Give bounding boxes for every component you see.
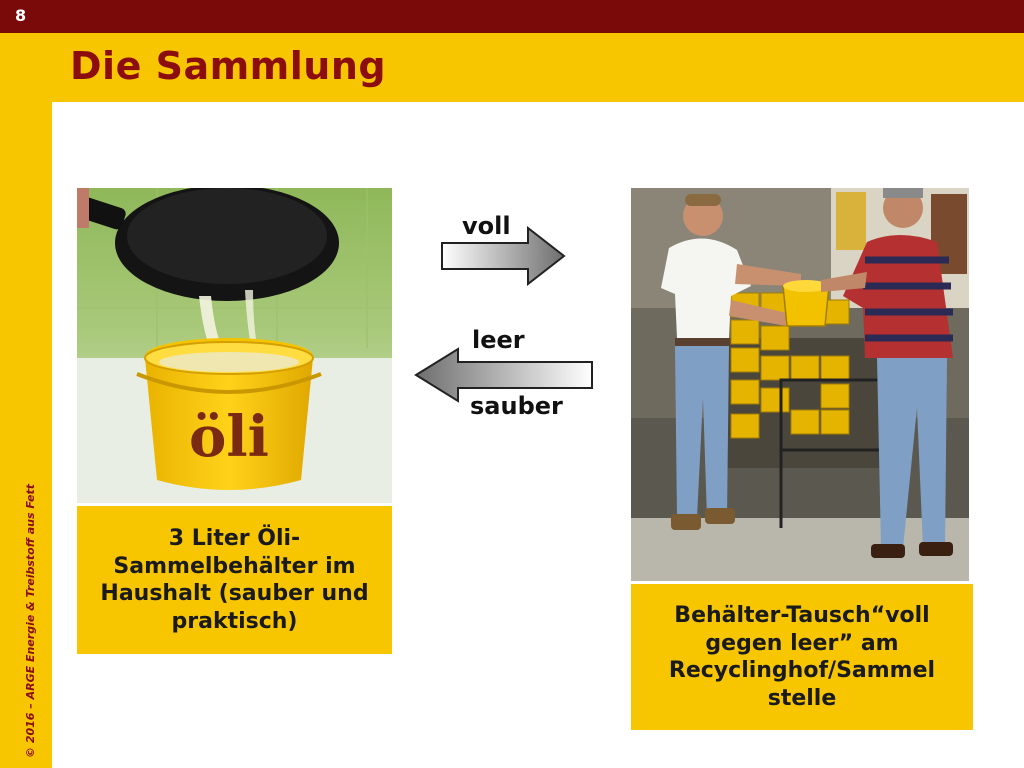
title-band [0,33,1024,102]
arrow-left-icon [414,347,593,403]
arrow-right-icon [441,226,566,286]
photo-container-exchange [631,188,969,581]
bucket-logo: öli [189,404,269,470]
slide-number: 8 [15,6,27,25]
oil-bucket-illustration: öli [77,188,392,503]
photo-oil-bucket: öli [77,188,392,503]
caption-left: 3 Liter Öli-Sammelbehälter im Haushalt (… [77,506,392,654]
label-sauber: sauber [470,392,563,420]
header-bar [0,0,1024,33]
label-voll: voll [462,212,511,240]
slide-title: Die Sammlung [70,44,387,88]
container-exchange-illustration [631,188,969,581]
caption-right: Behälter-Tausch“voll gegen leer” am Recy… [631,584,973,730]
left-sidebar-band [0,102,52,768]
copyright-notice: © 2016 – ARGE Energie & Treibstoff aus F… [24,484,37,758]
label-leer: leer [472,326,525,354]
